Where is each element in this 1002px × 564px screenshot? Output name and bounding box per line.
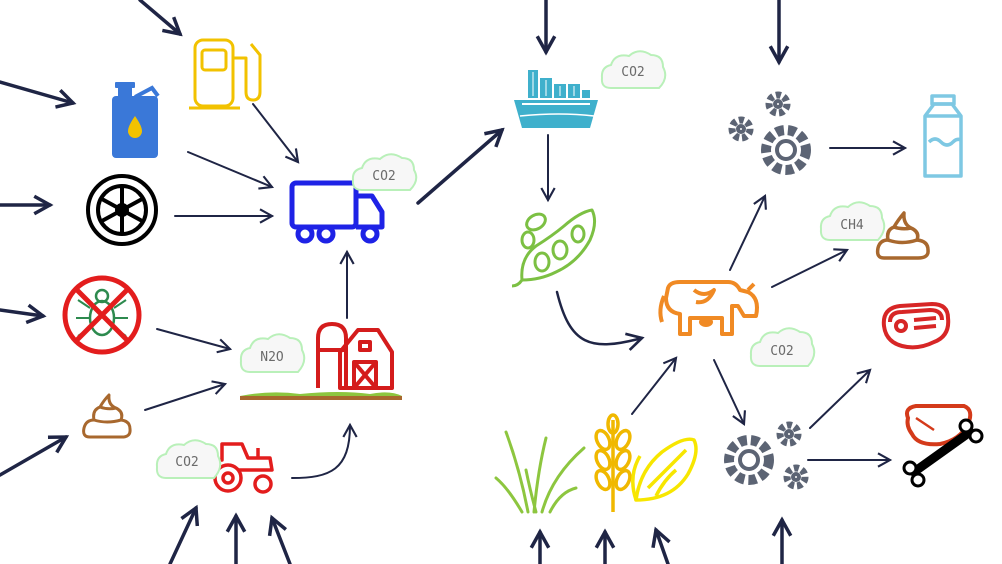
arrow-cow-gears-bottom — [713, 359, 747, 426]
gears-bottom-icon — [724, 421, 809, 490]
arrow-gears-meat — [809, 368, 872, 429]
cargo-ship-icon — [514, 70, 598, 128]
oil-can-icon — [112, 82, 160, 158]
co2-label-truck: CO2 — [372, 169, 395, 184]
milk-carton-icon — [923, 94, 963, 178]
liver-bone-icon — [902, 404, 984, 488]
corn-icon — [631, 437, 698, 502]
co2-label-tractor: CO2 — [175, 455, 198, 470]
arrow-cow-gears-top — [729, 194, 767, 271]
arrow-soy-cow — [555, 290, 645, 351]
ch4-cloud-cow: CH4 — [819, 201, 886, 241]
manure-icon-left — [82, 393, 132, 439]
arrow-manure-farm — [144, 380, 228, 411]
arrow-tractor-farm — [291, 422, 358, 479]
arrow-in-oil — [0, 80, 73, 103]
wheat-icon — [594, 413, 632, 512]
steak-icon — [881, 302, 951, 350]
arrow-in-tractor-3 — [272, 518, 292, 564]
arrow-wheat-cow — [631, 356, 678, 415]
arrow-in-top-left — [138, 0, 180, 34]
n2o-label-farm: N2O — [260, 350, 284, 365]
co2-cloud-ship: CO2 — [600, 50, 667, 89]
arrow-truck-ship — [416, 130, 502, 205]
grass-icon — [494, 430, 586, 514]
farm-barn-icon — [240, 322, 402, 400]
arrow-cow-manure — [771, 248, 849, 288]
ch4-label-cow: CH4 — [840, 218, 864, 233]
arrow-in-corn — [656, 530, 668, 564]
cow-icon — [658, 280, 759, 336]
arrow-in-manure — [0, 437, 66, 477]
manure-icon-right — [875, 211, 930, 260]
co2-cloud-cow: CO2 — [749, 327, 816, 367]
tractor-icon — [212, 442, 274, 494]
co2-label-ship: CO2 — [621, 65, 644, 80]
n2o-cloud-farm: N2O — [239, 333, 306, 373]
soybean-icon — [511, 208, 597, 288]
tire-icon — [86, 174, 158, 246]
co2-cloud-tractor: CO2 — [155, 439, 222, 479]
gears-top-icon — [728, 91, 811, 175]
arrow-in-pesticide — [0, 310, 43, 316]
co2-cloud-truck: CO2 — [351, 153, 418, 191]
co2-label-cow: CO2 — [770, 344, 793, 359]
arrow-oil-truck — [187, 151, 275, 190]
truck-icon — [289, 180, 385, 244]
arrow-in-tractor-1 — [168, 508, 196, 564]
fuel-pump-icon — [189, 38, 262, 110]
arrows — [0, 0, 908, 564]
arrow-fuel-truck — [252, 103, 300, 164]
arrow-pesticide-farm — [156, 328, 233, 354]
no-pesticide-icon — [62, 275, 142, 355]
